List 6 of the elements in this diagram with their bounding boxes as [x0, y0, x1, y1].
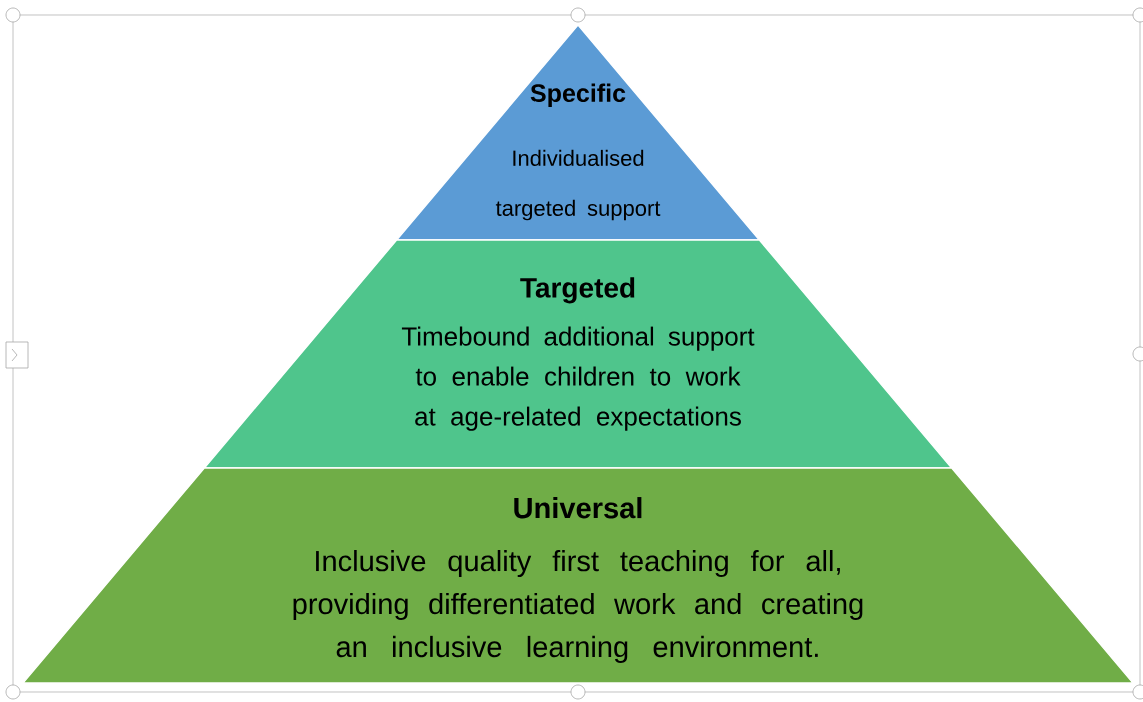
tier-description: Timebound additional support to enable children to work at age-related expectations — [401, 326, 755, 431]
tier-description: Individualised targeted support — [495, 149, 661, 221]
tier-heading: Targeted — [520, 277, 635, 304]
tier-heading: Specific — [530, 83, 626, 107]
tier-description: Inclusive quality first teaching for all, providing differentiated work and creating an inclusive learning environment. — [293, 550, 863, 663]
tier-heading: Universal — [514, 497, 642, 519]
